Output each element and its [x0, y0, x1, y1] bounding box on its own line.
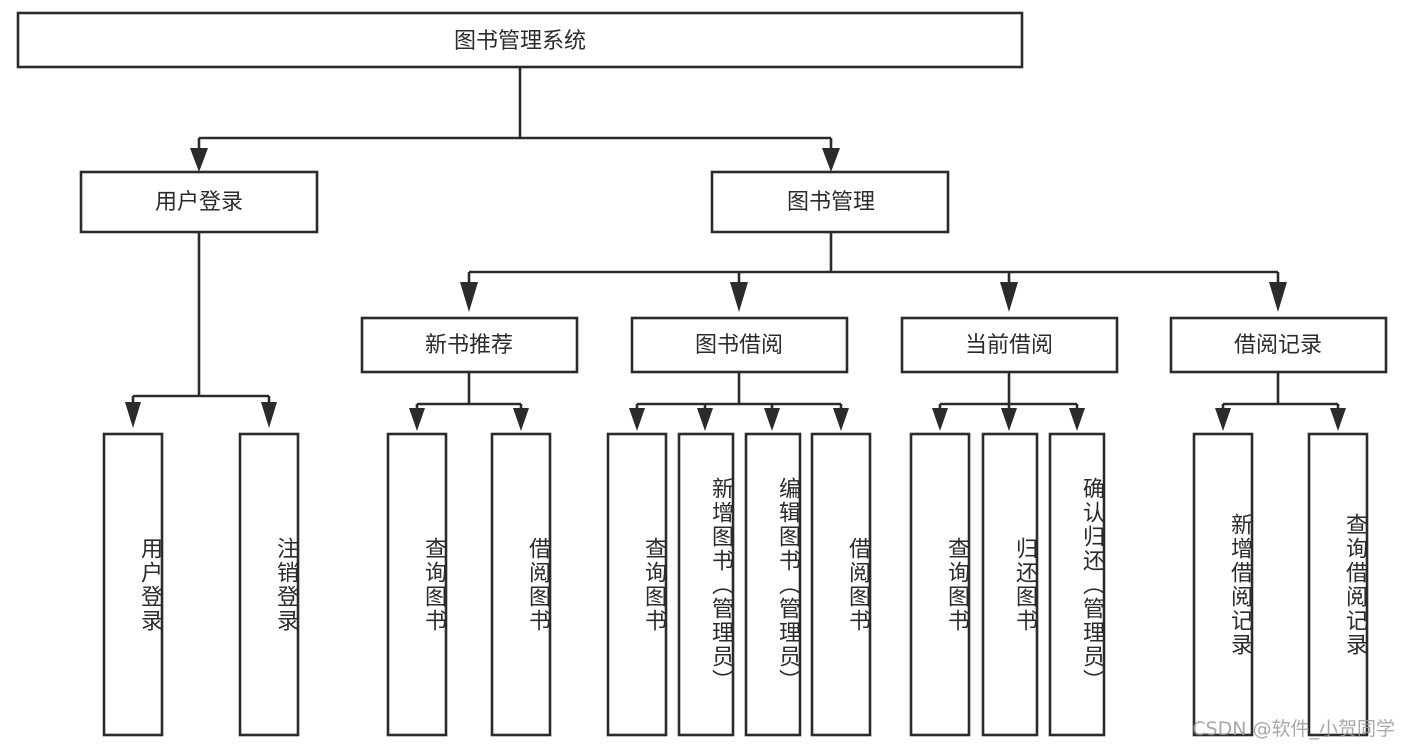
connector-layer — [125, 67, 1346, 431]
arrow-head-leaf-4 — [513, 408, 529, 431]
arrow-head-leaf-11 — [1069, 408, 1085, 431]
node-book-management-box[interactable] — [710, 170, 950, 234]
node-new-book-recommend-label: 新书推荐 — [425, 333, 513, 358]
arrow-head-leaf-13 — [1330, 408, 1346, 431]
arrow-head-leaf-10 — [1001, 408, 1017, 431]
arrow-head-leaf-6 — [697, 408, 713, 431]
arrow-head-leaf-7 — [764, 408, 780, 431]
node-borrow-record-label: 借阅记录 — [1234, 333, 1322, 358]
node-user-login-box[interactable] — [79, 170, 319, 234]
leaf-box-4[interactable] — [490, 432, 552, 737]
node-user-login-label: 用户登录 — [155, 190, 243, 215]
node-current-borrow-label: 当前借阅 — [965, 333, 1053, 358]
arrow-head-l3-4 — [1269, 282, 1287, 312]
leaf-box-9[interactable] — [909, 432, 971, 737]
leaf-box-8[interactable] — [810, 432, 872, 737]
arrow-head-l3-2 — [730, 282, 748, 312]
node-borrow-record[interactable]: 借阅记录 — [1169, 316, 1388, 374]
leaf-box-11[interactable] — [1048, 432, 1106, 737]
leaf-box-2[interactable] — [238, 432, 300, 737]
leaf-box-6[interactable] — [677, 432, 735, 737]
arrow-head-leaf-8 — [833, 408, 849, 431]
node-root-label: 图书管理系统 — [454, 29, 586, 54]
leaf-box-5[interactable] — [606, 432, 668, 737]
watermark-text: CSDN @软件_小贺同学 — [1192, 718, 1395, 740]
arrow-head-leaf-2 — [261, 402, 277, 428]
node-current-borrow[interactable]: 当前借阅 — [900, 316, 1119, 374]
node-book-borrow[interactable]: 图书借阅 — [630, 316, 849, 374]
arrow-head-leaf-5 — [629, 408, 645, 431]
leaf-box-13[interactable] — [1307, 432, 1369, 737]
node-current-borrow-box[interactable] — [900, 316, 1119, 374]
arrow-head-l3-1 — [460, 282, 478, 312]
node-book-borrow-label: 图书借阅 — [695, 333, 783, 358]
leaf-box-10[interactable] — [981, 432, 1039, 737]
node-borrow-record-box[interactable] — [1169, 316, 1388, 374]
leaf-box-1[interactable] — [102, 432, 164, 737]
arrow-head-leaf-9 — [932, 408, 948, 431]
arrow-head-leaf-12 — [1215, 408, 1231, 431]
node-book-management[interactable]: 图书管理 — [710, 170, 950, 234]
leaf-box-3[interactable] — [386, 432, 448, 737]
arrow-head-l3-3 — [1000, 282, 1018, 312]
arrow-head-leaf-1 — [125, 402, 141, 428]
arrow-head-leaf-3 — [409, 408, 425, 431]
node-user-login[interactable]: 用户登录 — [79, 170, 319, 234]
leaf-box-12[interactable] — [1192, 432, 1254, 737]
leaf-node-layer — [102, 432, 1369, 737]
arrow-head-user-login — [190, 148, 208, 172]
node-book-borrow-box[interactable] — [630, 316, 849, 374]
node-new-book-recommend[interactable]: 新书推荐 — [360, 316, 579, 374]
node-root-box[interactable] — [16, 11, 1024, 69]
leaf-box-7[interactable] — [744, 432, 802, 737]
node-root[interactable]: 图书管理系统 — [16, 11, 1024, 69]
arrow-head-book-mgmt — [822, 148, 840, 172]
node-book-management-label: 图书管理 — [787, 190, 875, 215]
node-new-book-recommend-box[interactable] — [360, 316, 579, 374]
